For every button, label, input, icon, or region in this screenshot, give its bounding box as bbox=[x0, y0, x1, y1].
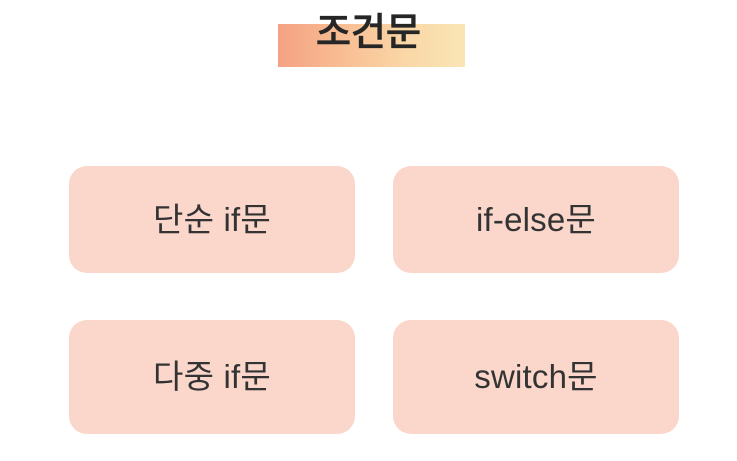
topic-box-multi-if[interactable]: 다중 if문 bbox=[69, 320, 355, 434]
topic-box-switch[interactable]: switch문 bbox=[393, 320, 679, 434]
topic-box-simple-if[interactable]: 단순 if문 bbox=[69, 166, 355, 273]
topic-box-label: switch문 bbox=[474, 358, 598, 396]
topic-box-label: 단순 if문 bbox=[153, 200, 271, 238]
topic-box-label: 다중 if문 bbox=[153, 358, 271, 396]
topic-box-if-else[interactable]: if-else문 bbox=[393, 166, 679, 273]
topic-box-label: if-else문 bbox=[476, 200, 596, 238]
page-title: 조건문 bbox=[316, 12, 421, 54]
title-block: 조건문 bbox=[0, 0, 737, 95]
title-highlight-bar bbox=[278, 24, 465, 67]
